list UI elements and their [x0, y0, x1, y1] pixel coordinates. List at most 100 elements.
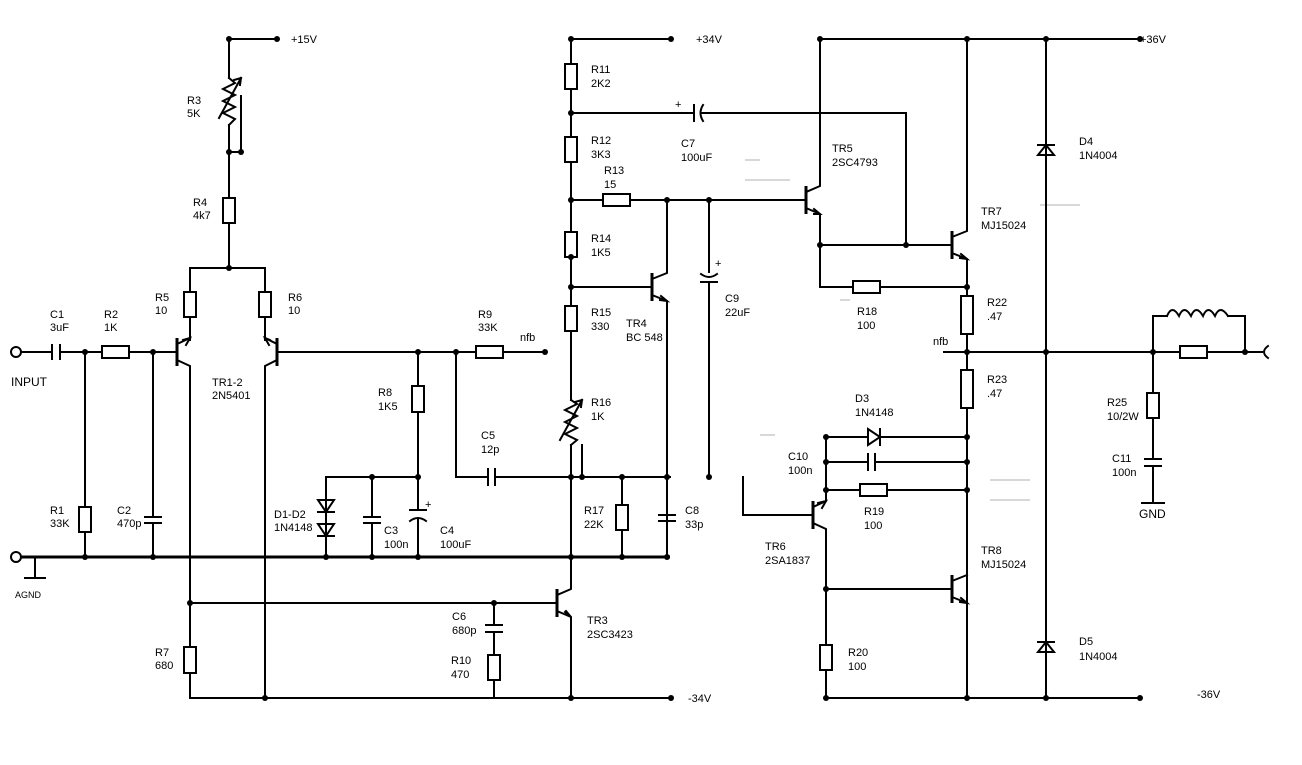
r1-value: 33K — [50, 518, 70, 530]
input-stage — [20, 344, 178, 579]
r10-ref: R10 — [451, 655, 471, 667]
d12-value: 1N4148 — [274, 522, 313, 534]
r23-value: .47 — [987, 388, 1002, 400]
ground-terminal[interactable] — [10, 551, 22, 563]
r5-ref: R5 — [155, 292, 169, 304]
rail-label-p34: +34V — [696, 34, 723, 46]
r23-ref: R23 — [987, 374, 1007, 386]
c6-value: 680p — [452, 625, 476, 637]
r2-value: 1K — [104, 322, 118, 334]
r22-value: .47 — [987, 311, 1002, 323]
c5-value: 12p — [481, 444, 499, 456]
r3-ref: R3 — [187, 95, 201, 107]
tr3-ref: TR3 — [587, 615, 608, 627]
r19-ref: R19 — [864, 506, 884, 518]
r19-value: 100 — [864, 520, 882, 532]
c11-value: 100n — [1112, 467, 1136, 479]
c9-ref: C9 — [725, 293, 739, 305]
r5-value: 10 — [155, 305, 167, 317]
r20-ref: R20 — [848, 647, 868, 659]
r17-value: 22K — [584, 519, 604, 531]
c1-ref: C1 — [50, 309, 64, 321]
tr4-ref: TR4 — [626, 318, 647, 330]
rail-label-p15: +15V — [291, 34, 318, 46]
gnd-label: GND — [1139, 507, 1166, 521]
c4-value: 100uF — [440, 539, 471, 551]
supply-rails — [21, 38, 1141, 699]
c6-ref: C6 — [452, 611, 466, 623]
tr12-ref: TR1-2 — [212, 377, 243, 389]
c8-ref: C8 — [685, 505, 699, 517]
r12-value: 3K3 — [591, 149, 611, 161]
scan-artifacts — [745, 159, 1080, 501]
r10-value: 470 — [451, 669, 469, 681]
d5-ref: D5 — [1079, 636, 1093, 648]
r25-ref: R25 — [1107, 397, 1127, 409]
c4-plus-mark: + — [425, 499, 431, 511]
r13-value: 15 — [604, 179, 616, 191]
c3-value: 100n — [384, 539, 408, 551]
rail-label-p36: +36V — [1140, 34, 1167, 46]
r12-ref: R12 — [591, 135, 611, 147]
c9-value: 22uF — [725, 307, 750, 319]
d4-value: 1N4004 — [1079, 150, 1118, 162]
r17-ref: R17 — [584, 505, 604, 517]
r9-value: 33K — [478, 322, 498, 334]
c1-value: 3uF — [50, 322, 69, 334]
r15-value: 330 — [591, 321, 609, 333]
r18-ref: R18 — [857, 306, 877, 318]
r11-value: 2K2 — [591, 78, 611, 90]
tr12-value: 2N5401 — [212, 390, 251, 402]
r4-value: 4k7 — [193, 210, 211, 222]
d12-ref: D1-D2 — [274, 509, 306, 521]
r18-value: 100 — [857, 320, 875, 332]
rail-label-m36: -36V — [1197, 689, 1221, 701]
output-terminal[interactable] — [1244, 344, 1270, 360]
nfb-label-right: nfb — [933, 336, 948, 348]
c9-plus-mark: + — [715, 258, 721, 270]
tr7-value: MJ15024 — [981, 220, 1026, 232]
labels: +15V +34V +36V -34V -36V INPUT AGND GND … — [11, 34, 1221, 705]
tr7-ref: TR7 — [981, 206, 1002, 218]
r4-ref: R4 — [193, 197, 207, 209]
r8-value: 1K5 — [378, 401, 398, 413]
r8-ref: R8 — [378, 387, 392, 399]
r2-ref: R2 — [104, 309, 118, 321]
c10-ref: C10 — [788, 451, 808, 463]
d5-value: 1N4004 — [1079, 651, 1118, 663]
r14-ref: R14 — [591, 233, 611, 245]
terminals — [10, 344, 1270, 563]
input-terminal[interactable] — [10, 346, 22, 358]
r3-value: 5K — [187, 108, 201, 120]
r25-value: 10/2W — [1107, 411, 1139, 423]
c3-ref: C3 — [384, 525, 398, 537]
tr8-value: MJ15024 — [981, 559, 1026, 571]
r13-ref: R13 — [604, 165, 624, 177]
bias-string — [558, 38, 907, 558]
nfb-label-left: nfb — [520, 332, 535, 344]
junction-dots — [82, 36, 1248, 701]
r15-ref: R15 — [591, 307, 611, 319]
r16-ref: R16 — [591, 397, 611, 409]
agnd-label: AGND — [15, 590, 42, 600]
r6-value: 10 — [288, 305, 300, 317]
d3-ref: D3 — [855, 393, 869, 405]
r7-value: 680 — [155, 660, 173, 672]
tr8-ref: TR8 — [981, 545, 1002, 557]
vas-stage — [189, 556, 572, 699]
c2-ref: C2 — [117, 505, 131, 517]
r6-ref: R6 — [288, 292, 302, 304]
c11-ref: C11 — [1112, 453, 1131, 465]
r22-ref: R22 — [987, 297, 1007, 309]
c5-ref: C5 — [481, 430, 495, 442]
tr5-value: 2SC4793 — [832, 157, 878, 169]
r1-ref: R1 — [50, 505, 64, 517]
tr6-value: 2SA1837 — [765, 555, 810, 567]
output-stage — [742, 38, 1246, 699]
c2-value: 470p — [117, 518, 141, 530]
c4-ref: C4 — [440, 525, 454, 537]
d3-value: 1N4148 — [855, 407, 894, 419]
tr5-ref: TR5 — [832, 143, 853, 155]
differential-pair — [175, 267, 489, 699]
